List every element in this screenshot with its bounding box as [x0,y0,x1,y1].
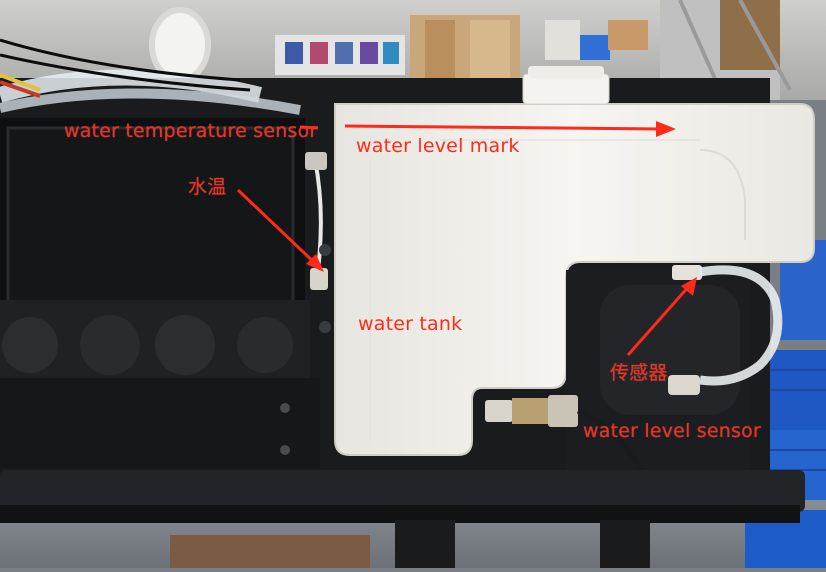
water-tank-body [334,103,815,456]
label-water-tank: water tank [358,313,463,335]
arrow-sensor [626,284,692,356]
label-water-level-mark: water level mark [356,135,520,157]
label-water-temperature-sensor: water temperature sensor [64,120,318,142]
label-sensor-cn: 传感器 [610,362,668,384]
arrow-water-level-mark [344,124,663,131]
tank-cap [522,73,610,105]
arrow-water-temp [236,188,320,268]
arrow-temp-sensor [299,125,319,130]
label-water-temp-cn: 水温 [188,176,227,198]
label-water-level-sensor: water level sensor [583,420,761,442]
